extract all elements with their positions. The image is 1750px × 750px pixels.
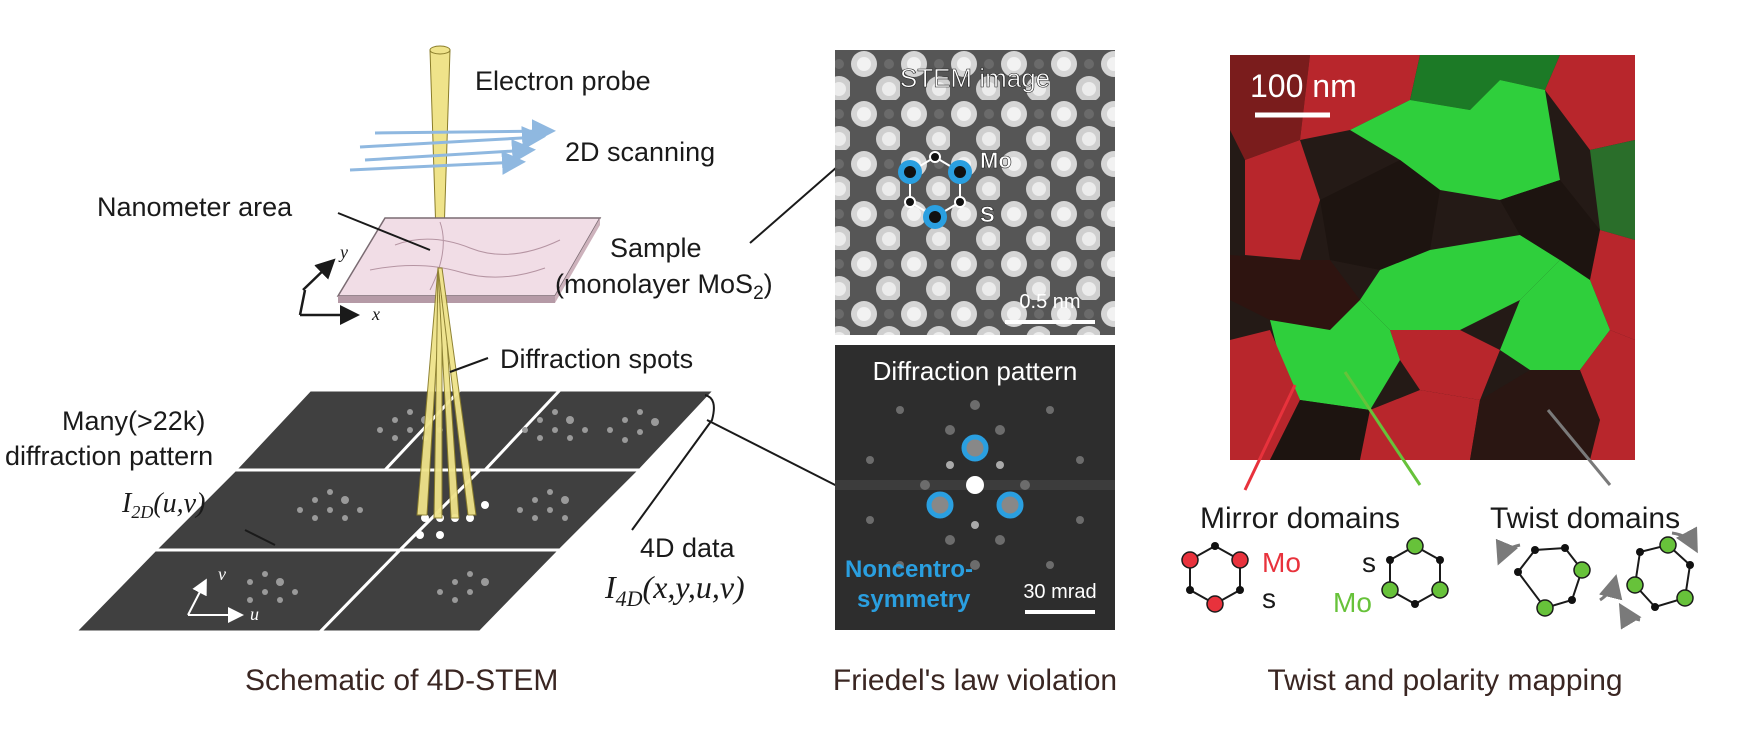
schematic-panel: y x u v Electron probe 2D scanning Nanom…	[5, 45, 846, 697]
map-scale-label: 100 nm	[1250, 68, 1357, 104]
uv-axes	[187, 578, 244, 623]
diffraction-caption: Friedel's law violation	[833, 664, 1117, 697]
twist-hexagon-right	[1618, 526, 1698, 630]
stem-s-label: S	[980, 202, 995, 227]
i4d-label: I4D(x,y,u,v)	[604, 569, 745, 611]
diffraction-title: Diffraction pattern	[873, 356, 1078, 386]
sample-material-label: (monolayer MoS2)	[555, 269, 773, 304]
twist-hexagon-left	[1495, 538, 1623, 617]
mirror-green-pointer	[1343, 371, 1422, 486]
mirror-green-hexagon	[1381, 537, 1449, 608]
diffraction-pattern-label: diffraction pattern	[5, 441, 213, 471]
stem-title: STEM image	[900, 63, 1050, 93]
mapping-panel: 100 nm Mirror domains Twist domains Mo s…	[1181, 55, 1698, 697]
stem-scale-label: 0.5 nm	[1019, 291, 1080, 313]
sample-axes	[298, 258, 360, 325]
schematic-caption: Schematic of 4D-STEM	[245, 664, 558, 697]
mirror-red-pointer	[1243, 384, 1297, 491]
twist-pointer	[1546, 409, 1612, 486]
electron-probe-label: Electron probe	[475, 66, 651, 96]
many-patterns-label: Many(>22k)	[62, 406, 205, 436]
mirror-s-red-label: s	[1262, 583, 1276, 614]
i2d-label: I2D(u,v)	[121, 488, 205, 522]
twist-domains-label: Twist domains	[1490, 502, 1680, 535]
stem-panel: STEM image Mo S 0.5 nm	[835, 50, 1115, 335]
mapping-caption: Twist and polarity mapping	[1267, 664, 1622, 697]
nanometer-area-label: Nanometer area	[97, 192, 293, 222]
diffraction-spots-label: Diffraction spots	[500, 344, 693, 374]
sample-plate	[336, 217, 602, 303]
data4d-label: 4D data	[640, 533, 736, 563]
axis-x-label: x	[371, 304, 380, 324]
axis-v-label: v	[218, 564, 226, 584]
noncentro-label-2: symmetry	[857, 586, 971, 613]
diffracted-beams	[416, 267, 477, 519]
diffraction-panel: Diffraction pattern Noncentro- symmetry …	[833, 345, 1117, 697]
schematic-leaders	[244, 159, 846, 546]
stem-mo-label: Mo	[980, 148, 1012, 173]
domain-regions	[1230, 55, 1635, 460]
mirror-mo-red-label: Mo	[1262, 547, 1301, 578]
diffraction-scale-label: 30 mrad	[1023, 581, 1096, 603]
axis-u-label: u	[250, 604, 259, 624]
scanning-label: 2D scanning	[565, 137, 715, 167]
mirror-domains-label: Mirror domains	[1200, 502, 1400, 535]
stem-image	[835, 50, 1115, 335]
axis-y-label: y	[338, 242, 348, 262]
noncentro-highlight	[926, 434, 1024, 529]
stem-hexagon	[898, 151, 972, 229]
scan-arrows	[349, 119, 556, 175]
mirror-s-green-label: s	[1362, 547, 1376, 578]
diffraction-tile-grid	[71, 388, 719, 634]
mirror-red-hexagon	[1181, 542, 1249, 613]
noncentro-label-1: Noncentro-	[845, 556, 973, 583]
sample-label: Sample	[610, 233, 702, 263]
mirror-mo-green-label: Mo	[1333, 587, 1372, 618]
